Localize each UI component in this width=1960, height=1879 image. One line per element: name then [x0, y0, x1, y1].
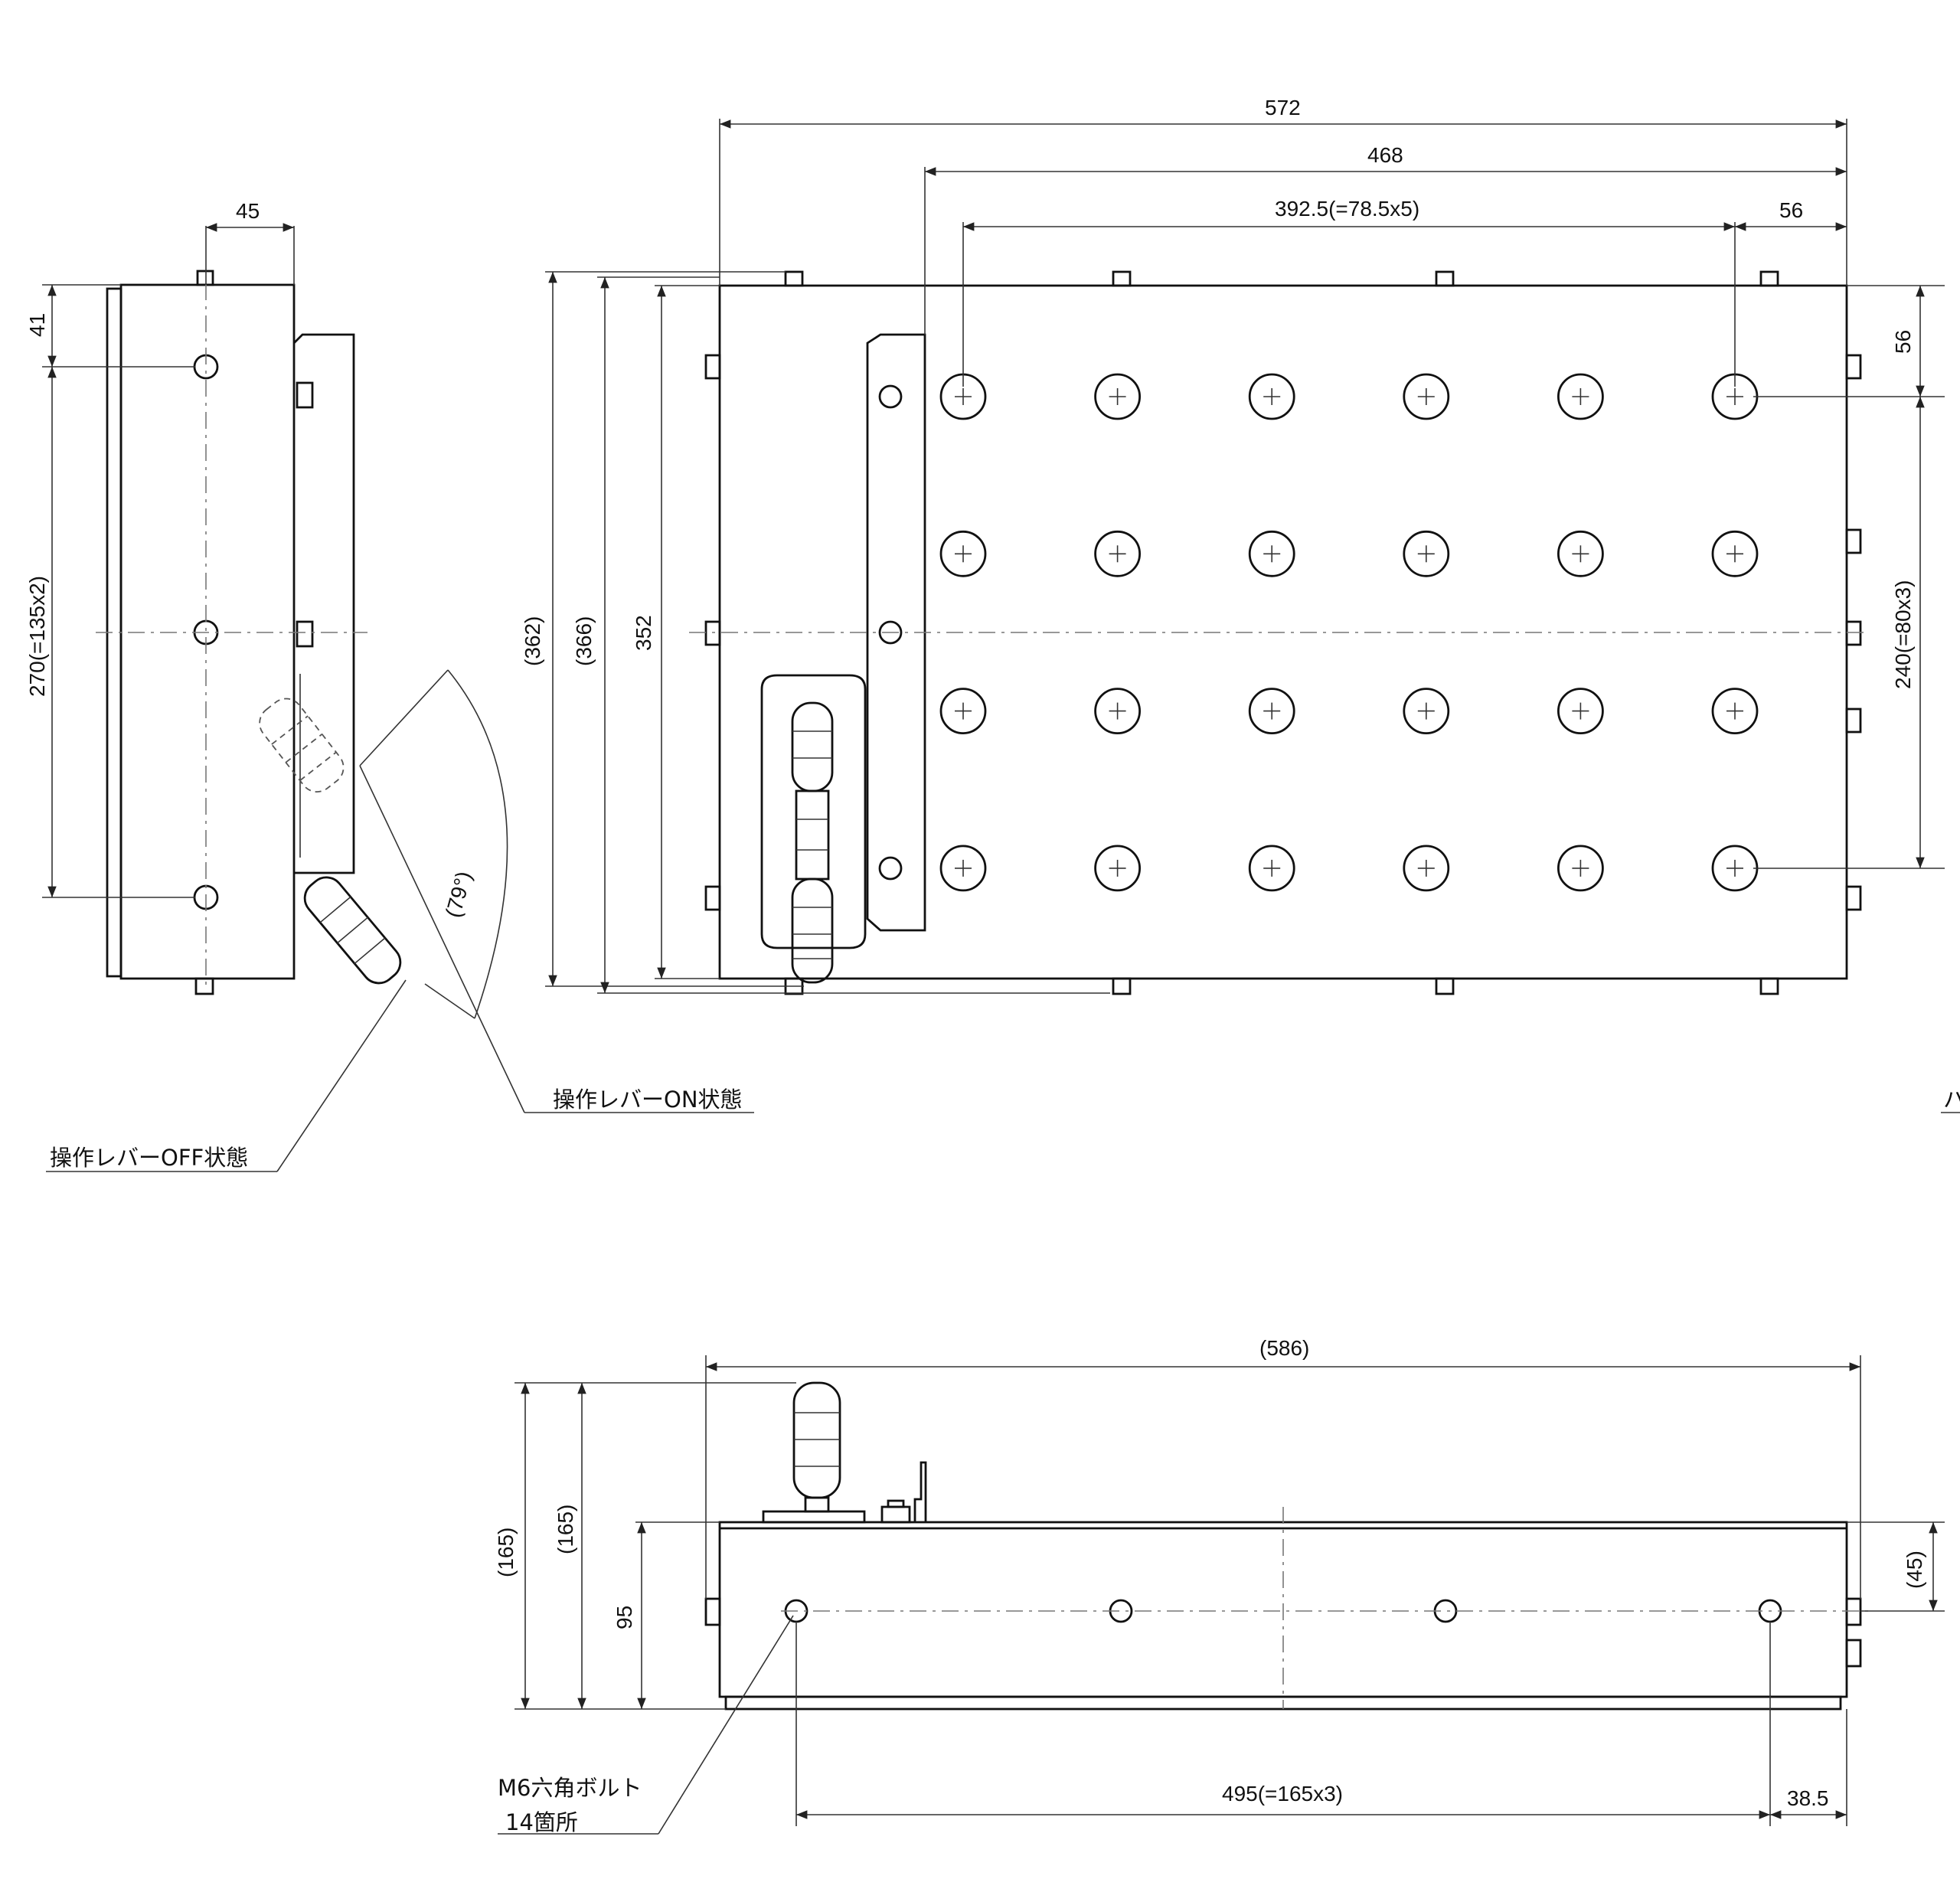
callout-bolt-line2: 14箇所: [505, 1809, 578, 1835]
side-bracket: [293, 333, 355, 874]
dim-front-38-5: 38.5: [1787, 1786, 1829, 1810]
dim-front-495: 495(=165x3): [1222, 1782, 1343, 1805]
magnet-hole: [1248, 530, 1295, 577]
top-view: 572 468 392.5(=78.5x5) 56 56 240(=80x3) …: [521, 96, 1945, 995]
dim-top-56: 56: [1779, 198, 1803, 222]
callout-bolt-line1: M6六角ボルト: [498, 1775, 642, 1801]
dim-front-95: 95: [612, 1606, 636, 1629]
magnet-hole: [1248, 373, 1295, 420]
magnet-hole: [1711, 530, 1759, 577]
dim-side-41: 41: [25, 313, 49, 337]
dim-side-45: 45: [236, 199, 260, 223]
dim-front-45: (45): [1903, 1551, 1926, 1589]
magnet-hole: [1094, 688, 1141, 734]
side-bolt-bottom: [194, 977, 214, 995]
magnet-hole: [1557, 530, 1604, 577]
magnet-hole: [1403, 373, 1450, 420]
angle-label: (79°): [441, 869, 476, 920]
magnet-hole: [1248, 845, 1295, 892]
top-lever-bracket: [866, 333, 926, 932]
magnet-hole: [1557, 688, 1604, 734]
magnet-hole: [1711, 845, 1759, 892]
handle-pocket: [760, 674, 867, 949]
magnet-hole: [1557, 373, 1604, 420]
magnet-hole: [939, 688, 987, 734]
dim-front-165a: (165): [494, 1528, 518, 1577]
magnet-hole: [939, 530, 987, 577]
magnet-hole: [1557, 845, 1604, 892]
dim-right-240: 240(=80x3): [1891, 580, 1915, 689]
callout-lever-on: 操作レバーON状態: [553, 1087, 743, 1113]
edge-text-fragment: ハ: [1943, 1087, 1960, 1113]
side-bolt-top: [196, 270, 214, 286]
dim-front-165b: (165): [554, 1505, 577, 1554]
magnet-hole: [939, 845, 987, 892]
side-bolt: [296, 381, 314, 409]
magnet-hole: [1248, 688, 1295, 734]
dim-right-56: 56: [1891, 330, 1915, 354]
top-handle: [791, 701, 834, 984]
magnet-hole: [1094, 530, 1141, 577]
dim-left-366: (366): [572, 616, 596, 666]
dim-top-468: 468: [1367, 143, 1403, 167]
side-view: (79°) 45 41 270(=135x2) 操作レバーON状態 操作レバーO…: [25, 199, 754, 1172]
magnet-hole: [1403, 688, 1450, 734]
lever-on-dashed: [259, 698, 345, 793]
bracket-hole: [878, 856, 903, 881]
dim-left-362: (362): [521, 616, 544, 666]
angle-arc: [447, 669, 508, 1019]
bracket-hole: [878, 384, 903, 409]
front-handle: [792, 1381, 841, 1513]
magnet-hole-grid: [939, 373, 1759, 892]
front-view: (586) (165) (165) 95 (45) 495(=165x3) 38…: [494, 1336, 1945, 1835]
magnet-hole: [1094, 373, 1141, 420]
magnet-hole: [1711, 688, 1759, 734]
dim-side-270: 270(=135x2): [25, 576, 49, 697]
side-bolt: [296, 620, 314, 648]
bracket-hole: [878, 620, 903, 645]
lever-off: [303, 876, 402, 985]
magnet-hole: [1403, 530, 1450, 577]
magnet-hole: [1403, 845, 1450, 892]
dim-top-392: 392.5(=78.5x5): [1275, 197, 1419, 221]
dim-top-572: 572: [1265, 96, 1301, 119]
dim-left-352: 352: [632, 615, 655, 651]
magnet-hole: [1094, 845, 1141, 892]
callout-lever-off: 操作レバーOFF状態: [50, 1145, 248, 1171]
side-body: [119, 283, 296, 980]
dim-front-586: (586): [1259, 1336, 1309, 1360]
